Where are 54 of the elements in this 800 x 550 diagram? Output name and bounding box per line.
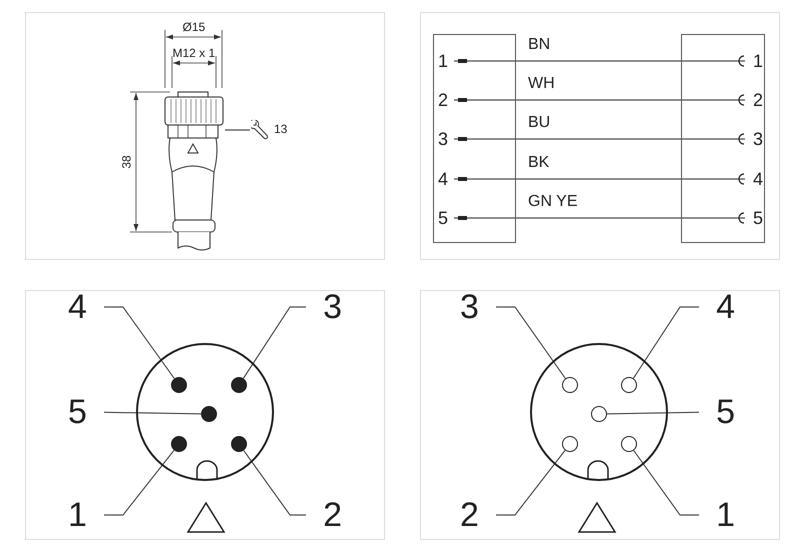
socket-contact (621, 436, 637, 452)
pin-contact (171, 436, 187, 452)
socket-contact (562, 436, 578, 452)
leader-line (104, 412, 202, 414)
pin-number: 4 (699, 288, 735, 326)
connector-drawing (163, 90, 225, 252)
pin-number: 4 (438, 168, 454, 190)
pin-number: 3 (460, 288, 496, 326)
wire-line (454, 55, 746, 67)
pin-number: 1 (438, 50, 454, 72)
leader-line (242, 306, 306, 379)
leader-line (104, 306, 175, 379)
wire-line (454, 133, 746, 145)
pin-number: 3 (745, 128, 763, 150)
socket-contact (591, 406, 607, 422)
pin-number: 5 (68, 393, 104, 431)
pin-number: 2 (460, 496, 496, 534)
leader-line (632, 306, 700, 379)
pin-number: 2 (438, 89, 454, 111)
connector-housing-box (433, 34, 516, 243)
pin-number: 3 (306, 288, 342, 326)
dimension-value: Ø15 (182, 21, 206, 33)
dimension-value: 38 (120, 155, 132, 169)
leader-line (243, 450, 306, 516)
leader-line (104, 450, 174, 516)
pin-contact (231, 436, 247, 452)
pin-number: 5 (699, 393, 735, 431)
pin-number: 4 (68, 288, 104, 326)
leader-line (633, 450, 700, 516)
pin-number: 1 (745, 50, 763, 72)
socket-contact (562, 377, 578, 393)
pin-contact (231, 377, 247, 393)
leader-line (496, 306, 566, 379)
pin-number: 2 (306, 496, 342, 534)
pin-number: 1 (68, 496, 104, 534)
leader-line (606, 412, 700, 414)
pin-number: 4 (745, 168, 763, 190)
pin-number: 2 (745, 89, 763, 111)
leader-line (496, 450, 566, 516)
wire-line (454, 173, 746, 185)
pin-number: 5 (438, 207, 454, 229)
wire-line (454, 212, 746, 224)
connector-face-outline (530, 343, 668, 481)
wire-line (454, 94, 746, 106)
socket-contact (621, 377, 637, 393)
dimension-value: 13 (274, 123, 288, 135)
pin-contact (201, 406, 217, 422)
pin-number: 3 (438, 128, 454, 150)
pin-contact (171, 377, 187, 393)
pin-number: 5 (745, 207, 763, 229)
connector-face-outline (136, 343, 274, 481)
dimension-value: M12 x 1 (172, 47, 216, 59)
pin-number: 1 (699, 496, 735, 534)
connector-housing-box (681, 34, 765, 243)
